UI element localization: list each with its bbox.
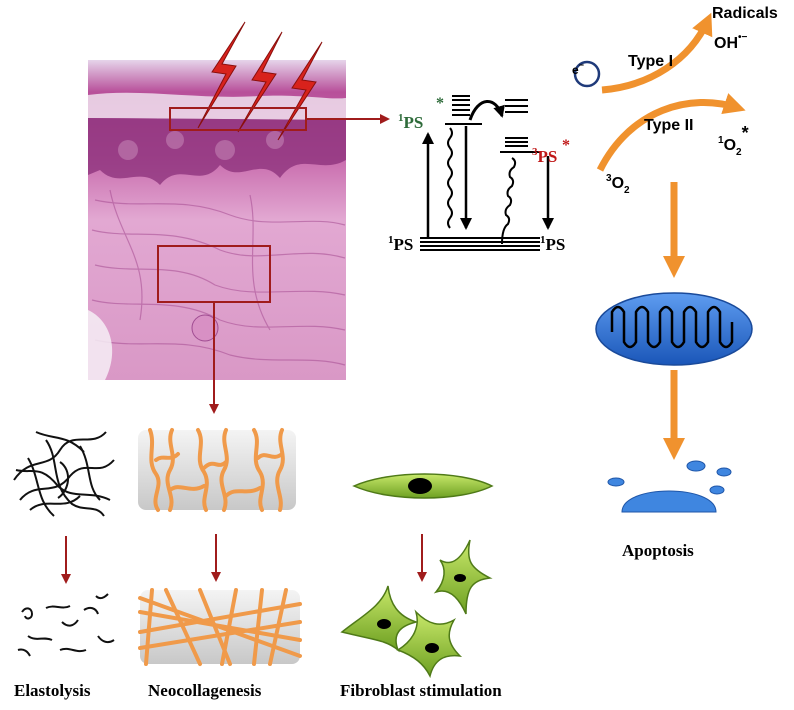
triplet-excited-label: 3PS [532, 146, 557, 166]
apoptosis-label: Apoptosis [622, 541, 694, 560]
radicals-label: Radicals [712, 5, 778, 22]
fibroblast-activated-icon [340, 539, 493, 679]
electron-icon [573, 60, 601, 88]
elastolysis-label: Elastolysis [14, 681, 91, 700]
ground-state-label-right: 1PS [540, 234, 565, 254]
singlet-excited-star: * [436, 95, 444, 112]
fibroblast-resting-icon [352, 473, 494, 499]
elastin-network-icon [13, 431, 115, 517]
singlet-excited-label: 1PS [398, 112, 423, 132]
triplet-excited-star: * [562, 137, 570, 154]
light-lightning-bolts [197, 21, 323, 141]
disordered-collagen-icon [138, 428, 296, 512]
triplet-oxygen-label: 3O2 [606, 173, 630, 196]
fibroblast-nuclei [377, 574, 466, 653]
new-collagen-icon [138, 588, 302, 666]
hydroxyl-radical-label: OH•− [714, 32, 748, 52]
reaction-pathways: e− [572, 12, 746, 172]
fragmented-elastin-icon [17, 593, 115, 657]
singlet-oxygen-label: 1O2* [718, 123, 749, 158]
mitochondrion-icon [595, 292, 753, 366]
electron-label: e− [572, 60, 584, 77]
type-one-label: Type I [628, 53, 673, 70]
jablonski-diagram [420, 95, 554, 251]
fibroblast-stimulation-label: Fibroblast stimulation [340, 681, 502, 700]
neocollagenesis-label: Neocollagenesis [148, 681, 262, 700]
ground-state-label-left: 1PS [388, 234, 413, 254]
apoptotic-bodies-icon [607, 460, 732, 513]
type-two-label: Type II [644, 117, 694, 134]
